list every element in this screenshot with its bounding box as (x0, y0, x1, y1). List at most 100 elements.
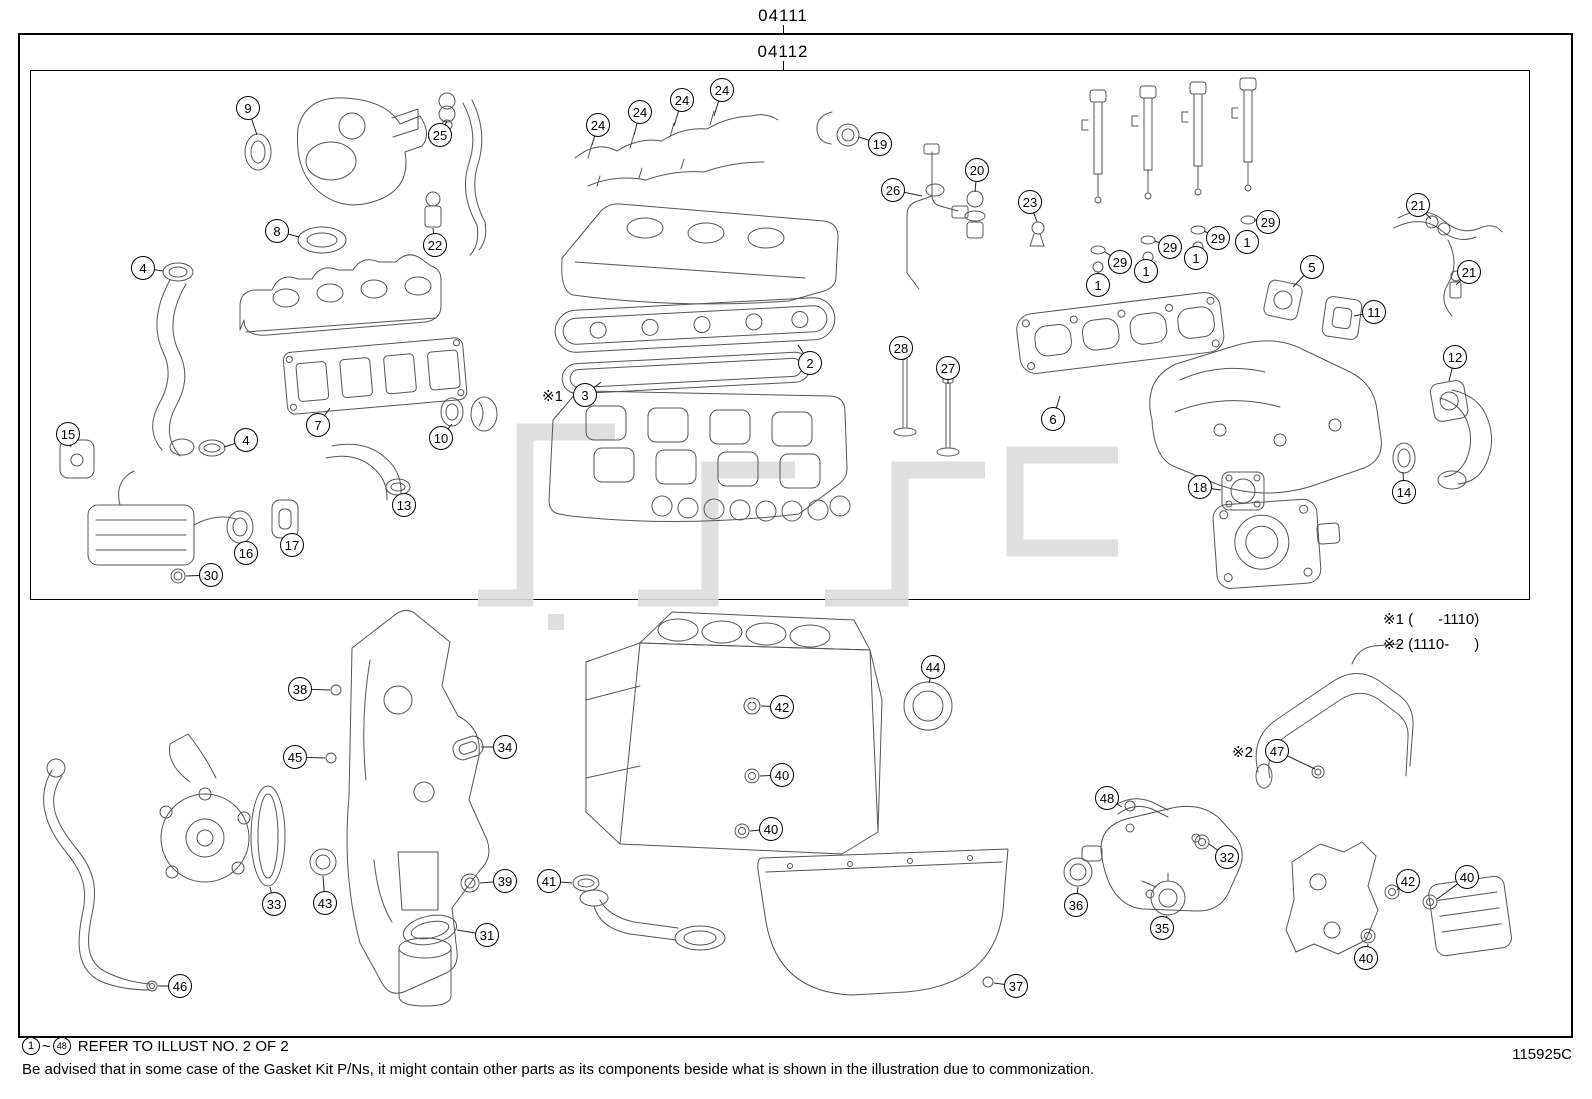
part-callout-16: 16 (234, 541, 258, 565)
part-callout-1: 1 (1134, 259, 1158, 283)
part-callout-2: 2 (798, 351, 822, 375)
seal-36-drawing (1063, 857, 1093, 887)
harness-drawing (574, 110, 779, 187)
ring-10-drawing (440, 396, 498, 432)
part-callout-31: 31 (475, 923, 499, 947)
part-callout-26: 26 (881, 178, 905, 202)
oil-strainer-drawing (579, 889, 726, 951)
sensor-20-drawing (964, 190, 986, 239)
part-callout-42: 42 (1396, 869, 1420, 893)
part-callout-6: 6 (1041, 407, 1065, 431)
reference-note-label: ※2 (1110- ) (1383, 636, 1480, 653)
thermostat-35-drawing (1141, 872, 1186, 916)
part-callout-25: 25 (428, 123, 452, 147)
hose-drawing (462, 99, 487, 256)
water-inlet-housing-drawing (1081, 805, 1243, 912)
part-callout-10: 10 (429, 426, 453, 450)
reference-note-label: ※1 (542, 388, 563, 405)
watermark-logo (478, 423, 1118, 630)
part-callout-37: 37 (1004, 974, 1028, 998)
inner-frame (30, 70, 1530, 600)
tick-inner (783, 61, 784, 70)
part-callout-9: 9 (236, 96, 260, 120)
part-callout-24: 24 (710, 78, 734, 102)
part-callout-22: 22 (423, 233, 447, 257)
part-callout-24: 24 (628, 100, 652, 124)
cooler-bracket-drawing (1285, 841, 1379, 955)
ring-4a-drawing (162, 262, 194, 282)
part-callout-45: 45 (283, 745, 307, 769)
part-callout-12: 12 (1443, 345, 1467, 369)
part-callout-24: 24 (586, 113, 610, 137)
oring-40c-drawing (1422, 894, 1438, 910)
bolt-38-drawing (330, 684, 342, 696)
circled-number-start: 1 (22, 1037, 40, 1055)
bolt-45-drawing (325, 752, 337, 764)
seal-19-drawing (816, 111, 860, 147)
part-callout-15: 15 (56, 422, 80, 446)
part-callout-47: 47 (1265, 739, 1289, 763)
outer-frame (18, 33, 1573, 1038)
part-callout-30: 30 (199, 563, 223, 587)
wp-gasket-33-drawing (250, 785, 286, 887)
part-callout-48: 48 (1095, 786, 1119, 810)
part-callout-28: 28 (889, 336, 913, 360)
part-callout-32: 32 (1215, 845, 1239, 869)
part-callout-21: 21 (1406, 193, 1430, 217)
part-callout-1: 1 (1086, 273, 1110, 297)
range-tilde: ~ (42, 1037, 51, 1055)
part-callout-42: 42 (770, 695, 794, 719)
part-callout-21: 21 (1457, 260, 1481, 284)
seal-44-drawing (903, 681, 953, 731)
water-outlet-drawing (296, 97, 427, 206)
intake-manifold-drawing (1149, 340, 1382, 494)
part-callout-13: 13 (392, 493, 416, 517)
refer-text: REFER TO ILLUST NO. 2 OF 2 (77, 1037, 289, 1055)
turbo-pipe-drawing (152, 279, 187, 457)
sheet-code: 115925C (1512, 1046, 1572, 1063)
reference-note-label: ※1 ( -1110) (1383, 611, 1480, 628)
part-callout-1: 1 (1184, 246, 1208, 270)
dipstick-drawing (43, 758, 151, 991)
gasket-12-drawing (1429, 380, 1469, 422)
timing-cover-drawing (346, 610, 490, 994)
plate-34-drawing (452, 735, 484, 761)
intake-gasket-6-drawing (1016, 292, 1225, 374)
part-callout-23: 23 (1018, 190, 1042, 214)
part-callout-29: 29 (1158, 235, 1182, 259)
part-callout-40: 40 (1455, 865, 1479, 889)
oring-46-drawing (146, 980, 158, 992)
part-callout-1: 1 (1235, 230, 1259, 254)
part-callout-8: 8 (265, 219, 289, 243)
part-callout-19: 19 (868, 132, 892, 156)
hose-48-drawing (1113, 798, 1169, 818)
ring-4b-drawing (169, 438, 226, 457)
advisory-note: Be advised that in some case of the Gask… (22, 1061, 1095, 1078)
part-callout-35: 35 (1150, 916, 1174, 940)
vc-gasket-2-drawing (554, 297, 836, 353)
part-callout-33: 33 (262, 892, 286, 916)
injectors-drawing (1081, 77, 1257, 273)
part-callout-4: 4 (131, 256, 155, 280)
water-pump-drawing (159, 733, 251, 883)
gasket-11-drawing (1321, 296, 1363, 340)
part-callout-29: 29 (1206, 226, 1230, 250)
gasket-31-drawing (402, 914, 458, 946)
oring-30-drawing (170, 568, 186, 584)
gasket-5-drawing (1263, 279, 1303, 321)
outlet-pipe-14-drawing (1392, 389, 1492, 490)
part-callout-7: 7 (306, 413, 330, 437)
figure-code-outer: 04111 (758, 6, 808, 25)
exhaust-manifold-drawing (239, 254, 442, 336)
part-callout-29: 29 (1108, 250, 1132, 274)
oil-pan-drawing (757, 848, 1009, 996)
cylinder-head-drawing (548, 390, 851, 523)
part-callout-40: 40 (1354, 946, 1378, 970)
egr-cooler-drawing (87, 470, 237, 566)
part-callout-29: 29 (1256, 210, 1280, 234)
gasket-9-drawing (244, 133, 272, 171)
